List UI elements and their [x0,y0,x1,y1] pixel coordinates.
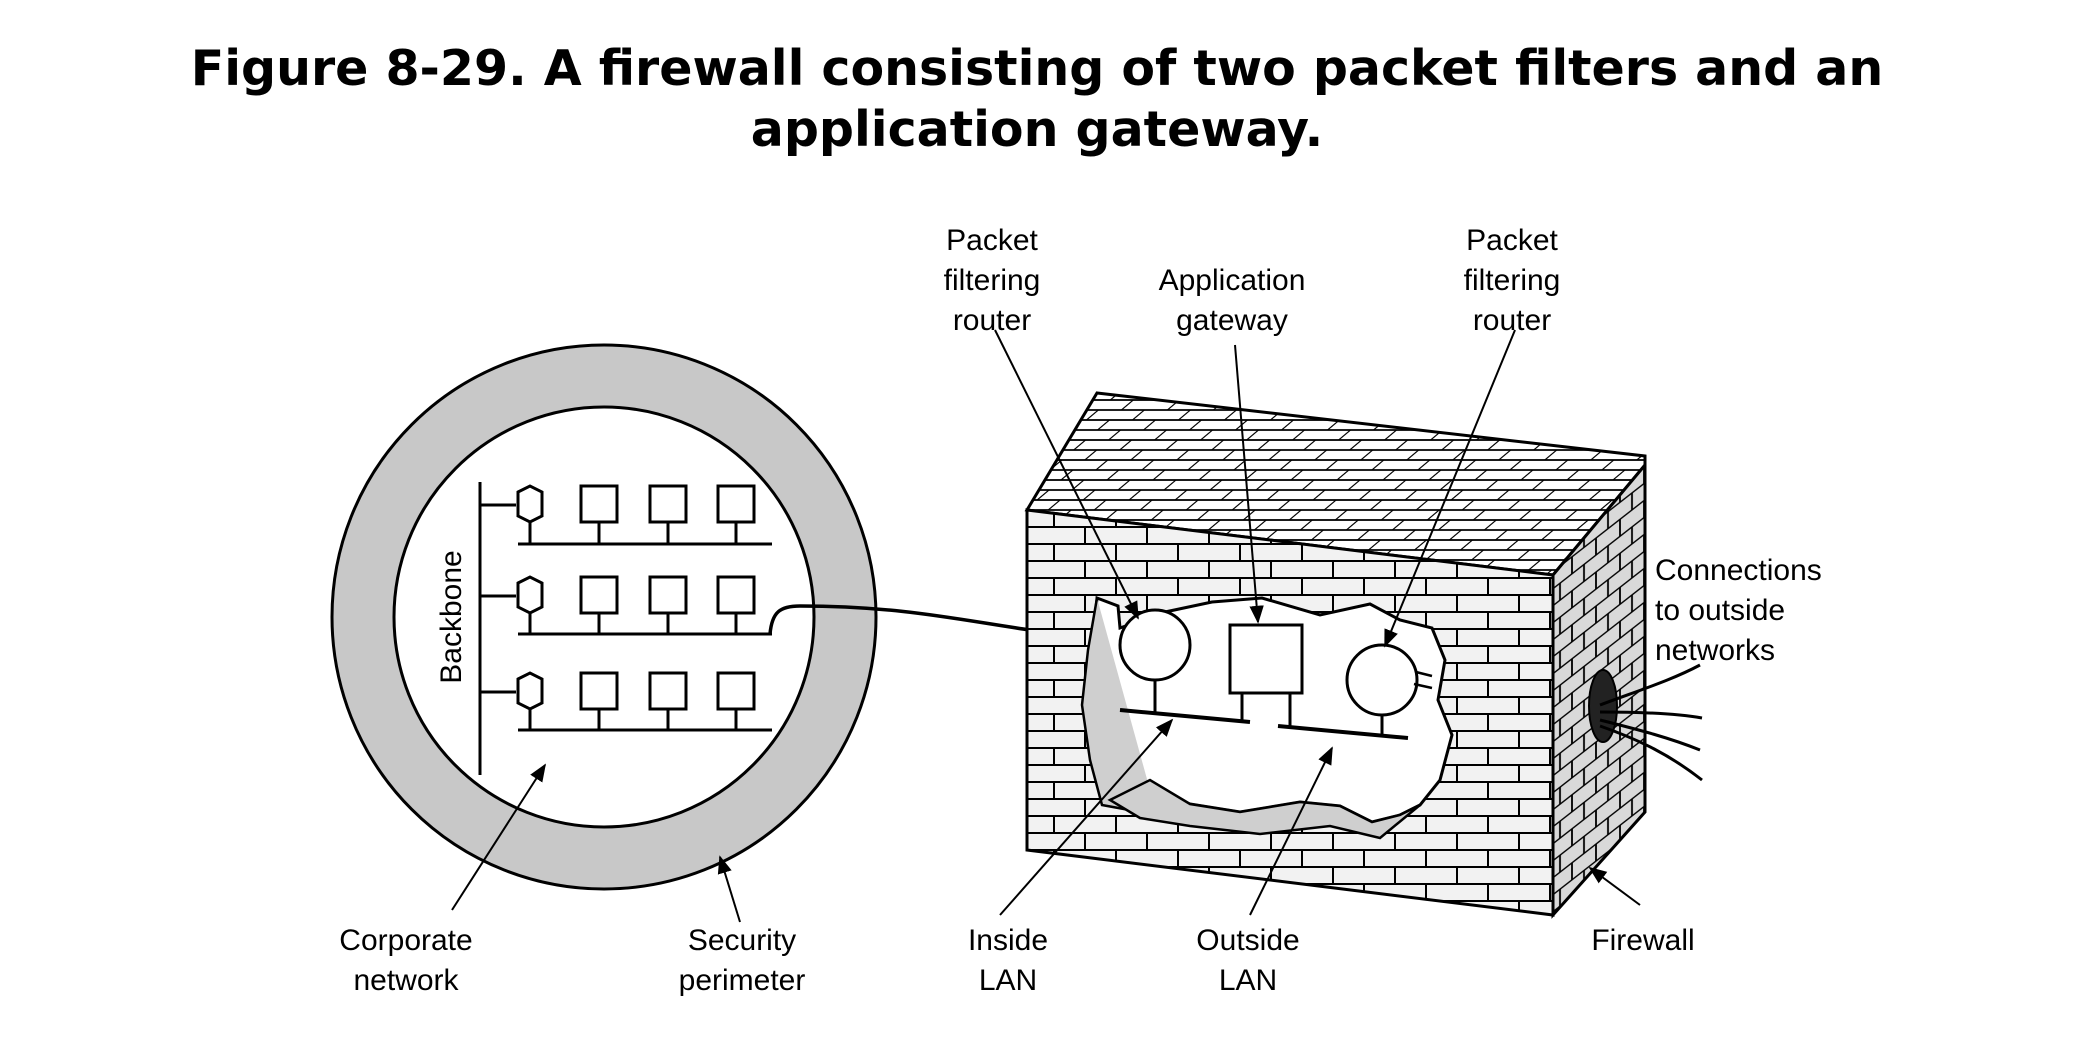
svg-text:to outside: to outside [1655,594,1785,627]
svg-text:network: network [353,964,459,997]
outside-cables [1599,663,1703,782]
packet-filtering-router-left-icon [1118,608,1192,682]
label-outside-lan: Outside LAN [1196,924,1299,997]
svg-text:perimeter: perimeter [679,964,806,997]
packet-filtering-router-right-icon [1345,643,1419,717]
svg-text:networks: networks [1655,634,1775,667]
svg-text:Packet: Packet [946,224,1038,257]
svg-text:LAN: LAN [979,964,1037,997]
application-gateway-icon [1228,623,1304,695]
label-application-gateway: Application gateway [1159,264,1306,337]
firewall-internals [1118,608,1433,740]
svg-text:Corporate: Corporate [339,924,472,957]
svg-text:router: router [953,304,1031,337]
corporate-network-lans [478,482,772,775]
svg-text:gateway: gateway [1176,304,1288,337]
host-icon [579,671,619,711]
router-icon [516,484,544,524]
host-icon [716,484,756,524]
svg-text:filtering: filtering [1464,264,1561,297]
security-perimeter-ring [330,343,878,891]
host-icon [648,484,688,524]
label-inside-lan: Inside LAN [968,924,1048,997]
svg-text:Security: Security [688,924,796,957]
figure-title-line-2: application gateway. [750,101,1324,158]
svg-text:router: router [1473,304,1551,337]
label-connections-to-outside-networks: Connections to outside networks [1655,554,1822,667]
router-icon [516,671,544,711]
label-security-perimeter: Security perimeter [679,924,806,997]
figure-title-line-1: Figure 8-29. A firewall consisting of tw… [190,40,1884,97]
pointer-lines [451,329,1641,923]
label-corporate-network: Corporate network [339,924,472,997]
host-icon [579,484,619,524]
host-icon [716,575,756,615]
host-icon [648,575,688,615]
label-packet-filtering-router-right: Packet filtering router [1464,224,1561,337]
router-icon [516,575,544,615]
svg-text:Packet: Packet [1466,224,1558,257]
label-firewall: Firewall [1591,924,1694,957]
figure-title: Figure 8-29. A firewall consisting of tw… [0,38,2074,160]
corporate-link-cable [768,604,1031,635]
svg-text:LAN: LAN [1219,964,1277,997]
svg-text:Inside: Inside [968,924,1048,957]
svg-text:Connections: Connections [1655,554,1822,587]
host-icon [716,671,756,711]
label-backbone: Backbone [435,550,468,683]
svg-text:Application: Application [1159,264,1306,297]
label-packet-filtering-router-left: Packet filtering router [944,224,1041,337]
host-icon [648,671,688,711]
host-icon [579,575,619,615]
svg-text:Outside: Outside [1196,924,1299,957]
svg-text:filtering: filtering [944,264,1041,297]
